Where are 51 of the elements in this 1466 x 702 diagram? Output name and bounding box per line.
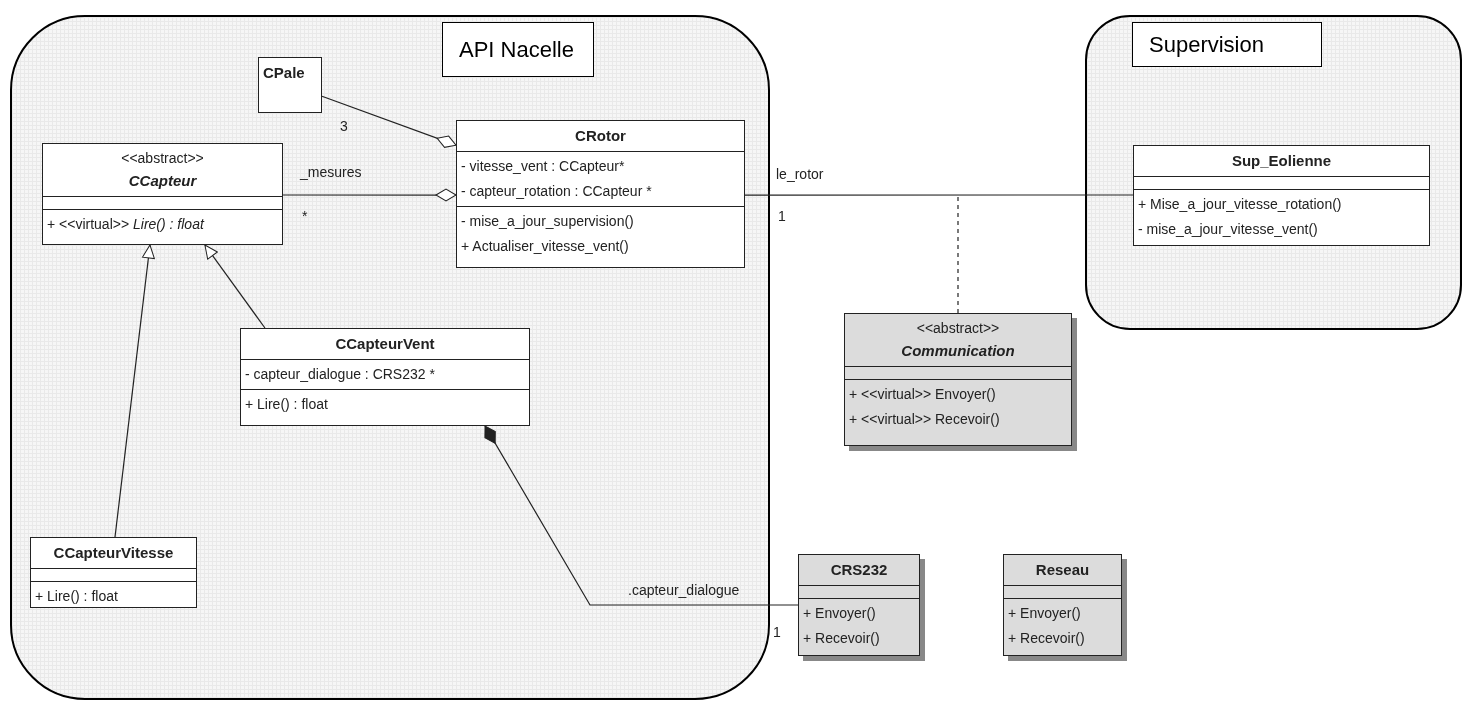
class-box: [240, 328, 530, 426]
method-text: + <<virtual>> Envoyer(): [849, 385, 997, 404]
attribute-text: - vitesse_vent : CCapteur*: [461, 157, 626, 176]
class-name: Reseau: [1035, 560, 1090, 580]
attribute-text: - capteur_dialogue : CRS232 *: [245, 365, 436, 384]
method-text: + Lire() : float: [35, 587, 119, 606]
edge-label: _mesures: [300, 164, 362, 180]
edge-label: le_rotor: [776, 166, 824, 182]
stereotype-label: <<abstract>>: [916, 319, 1000, 338]
method-text: - mise_a_jour_vitesse_vent(): [1138, 220, 1319, 239]
class-box: [1133, 145, 1430, 246]
method-text: + Lire() : float: [245, 395, 329, 414]
dashed-connector: [957, 195, 959, 314]
association-line: [744, 194, 1134, 196]
edge-label: 3: [340, 118, 348, 134]
association-line: [321, 95, 457, 148]
class-box: [42, 143, 283, 245]
stereotype-label: <<abstract>>: [121, 149, 204, 168]
package-frame: [10, 15, 770, 700]
method-text: + <<virtual>> Lire() : float: [47, 215, 206, 234]
method-text: + Recevoir(): [803, 629, 881, 648]
multiplicity-label: 1: [778, 208, 786, 224]
package-title: Supervision: [1132, 22, 1322, 67]
package-frame: [1085, 15, 1462, 330]
class-box: [456, 120, 745, 268]
method-text: + Envoyer(): [803, 604, 877, 623]
multiplicity-label: *: [302, 208, 308, 224]
method-text: + Recevoir(): [1008, 629, 1086, 648]
attribute-text: - capteur_rotation : CCapteur *: [461, 182, 653, 201]
association-line: [484, 425, 799, 606]
class-box: [258, 57, 322, 113]
package-title: API Nacelle: [442, 22, 594, 77]
method-text: + Envoyer(): [1008, 604, 1082, 623]
class-box: [30, 537, 197, 608]
class-name: CPale: [263, 63, 305, 83]
method-text: - mise_a_jour_supervision(): [461, 212, 635, 231]
association-line: [282, 188, 457, 202]
association-line: [114, 244, 155, 538]
class-name: CCapteurVitesse: [53, 543, 174, 563]
method-text: + Actualiser_vitesse_vent(): [461, 237, 630, 256]
class-name: Sup_Eolienne: [1231, 151, 1332, 171]
edge-label: .capteur_dialogue: [628, 582, 740, 598]
class-name: CRS232: [830, 560, 888, 580]
class-name: CCapteurVent: [335, 334, 435, 354]
class-name: CRotor: [575, 126, 626, 146]
class-name: CCapteur: [128, 171, 197, 191]
class-name: Communication: [901, 341, 1015, 361]
method-text: + <<virtual>> Recevoir(): [849, 410, 1001, 429]
association-line: [204, 244, 266, 329]
multiplicity-label: 1: [773, 624, 781, 640]
method-text: + Mise_a_jour_vitesse_rotation(): [1138, 195, 1343, 214]
